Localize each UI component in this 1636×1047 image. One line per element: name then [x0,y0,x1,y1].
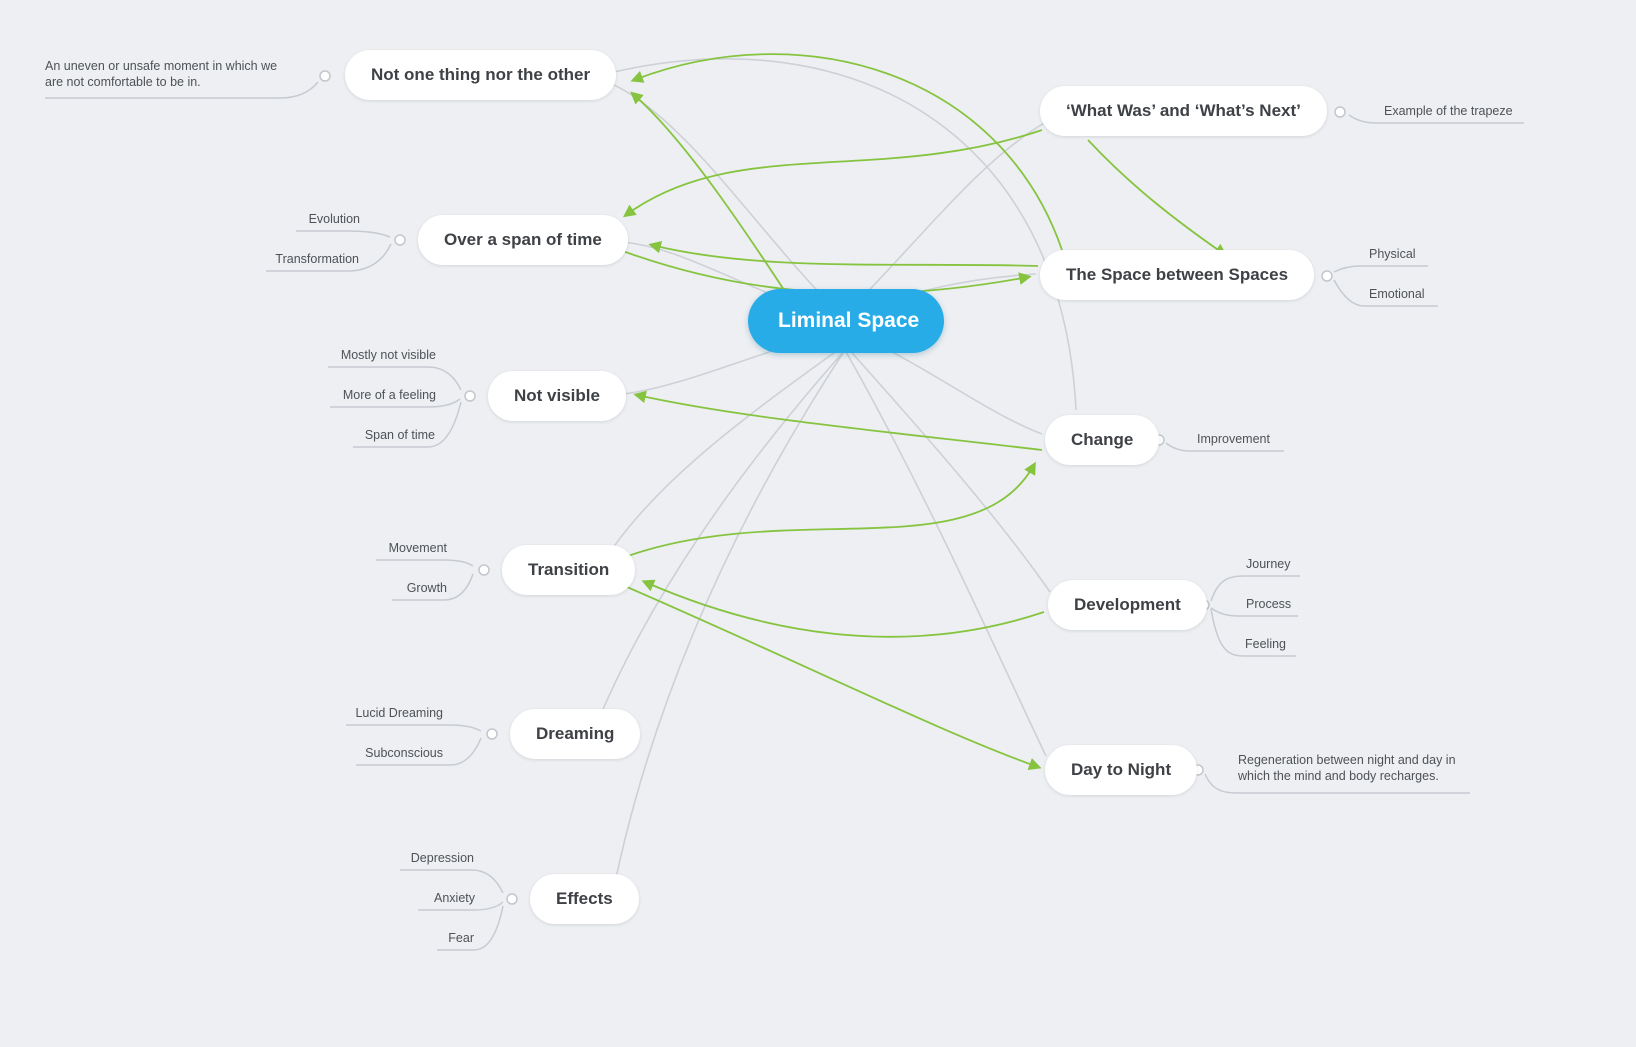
child-mostly-not-visible[interactable]: Mostly not visible [340,348,436,362]
child-improvement[interactable]: Improvement [1197,432,1270,446]
child-fear[interactable]: Fear [448,931,474,945]
child-emotional[interactable]: Emotional [1369,287,1425,301]
child-movement[interactable]: Movement [388,541,447,555]
child-journey[interactable]: Journey [1246,557,1291,571]
node-change[interactable]: Change [1045,415,1160,465]
note-not-one-thing[interactable]: An uneven or unsafe moment in which we a… [45,59,278,90]
child-lucid-dreaming[interactable]: Lucid Dreaming [355,706,443,720]
child-transformation[interactable]: Transformation [275,252,359,266]
child-regeneration-note[interactable]: Regeneration between night and day in wh… [1238,753,1456,784]
node-space-between-spaces[interactable]: The Space between Spaces [1040,250,1315,300]
node-liminal-space[interactable]: Liminal Space [748,289,944,353]
node-dreaming[interactable]: Dreaming [510,709,641,759]
node-what-was-whats-next[interactable]: ‘What Was’ and ‘What’s Next’ [1040,86,1327,136]
child-depression[interactable]: Depression [410,851,474,865]
node-over-a-span-of-time[interactable]: Over a span of time [418,215,628,265]
child-feeling[interactable]: Feeling [1245,637,1286,651]
child-growth[interactable]: Growth [406,581,447,595]
cross-link-arrows [619,53,1228,770]
node-transition[interactable]: Transition [502,545,636,595]
child-physical[interactable]: Physical [1369,247,1416,261]
child-process[interactable]: Process [1246,597,1292,611]
child-evolution[interactable]: Evolution [308,212,360,226]
child-span-of-time[interactable]: Span of time [364,428,435,442]
node-not-visible[interactable]: Not visible [488,371,626,421]
child-branch-lines [45,81,1524,951]
child-more-of-a-feeling[interactable]: More of a feeling [342,388,436,402]
node-effects[interactable]: Effects [530,874,639,924]
junction-dots [319,70,1346,905]
node-day-to-night[interactable]: Day to Night [1045,745,1198,795]
child-subconscious[interactable]: Subconscious [365,746,443,760]
node-development[interactable]: Development [1048,580,1207,630]
child-anxiety[interactable]: Anxiety [434,891,475,905]
child-example-of-the-trapeze[interactable]: Example of the trapeze [1384,104,1513,118]
node-not-one-thing[interactable]: Not one thing nor the other [345,50,617,100]
